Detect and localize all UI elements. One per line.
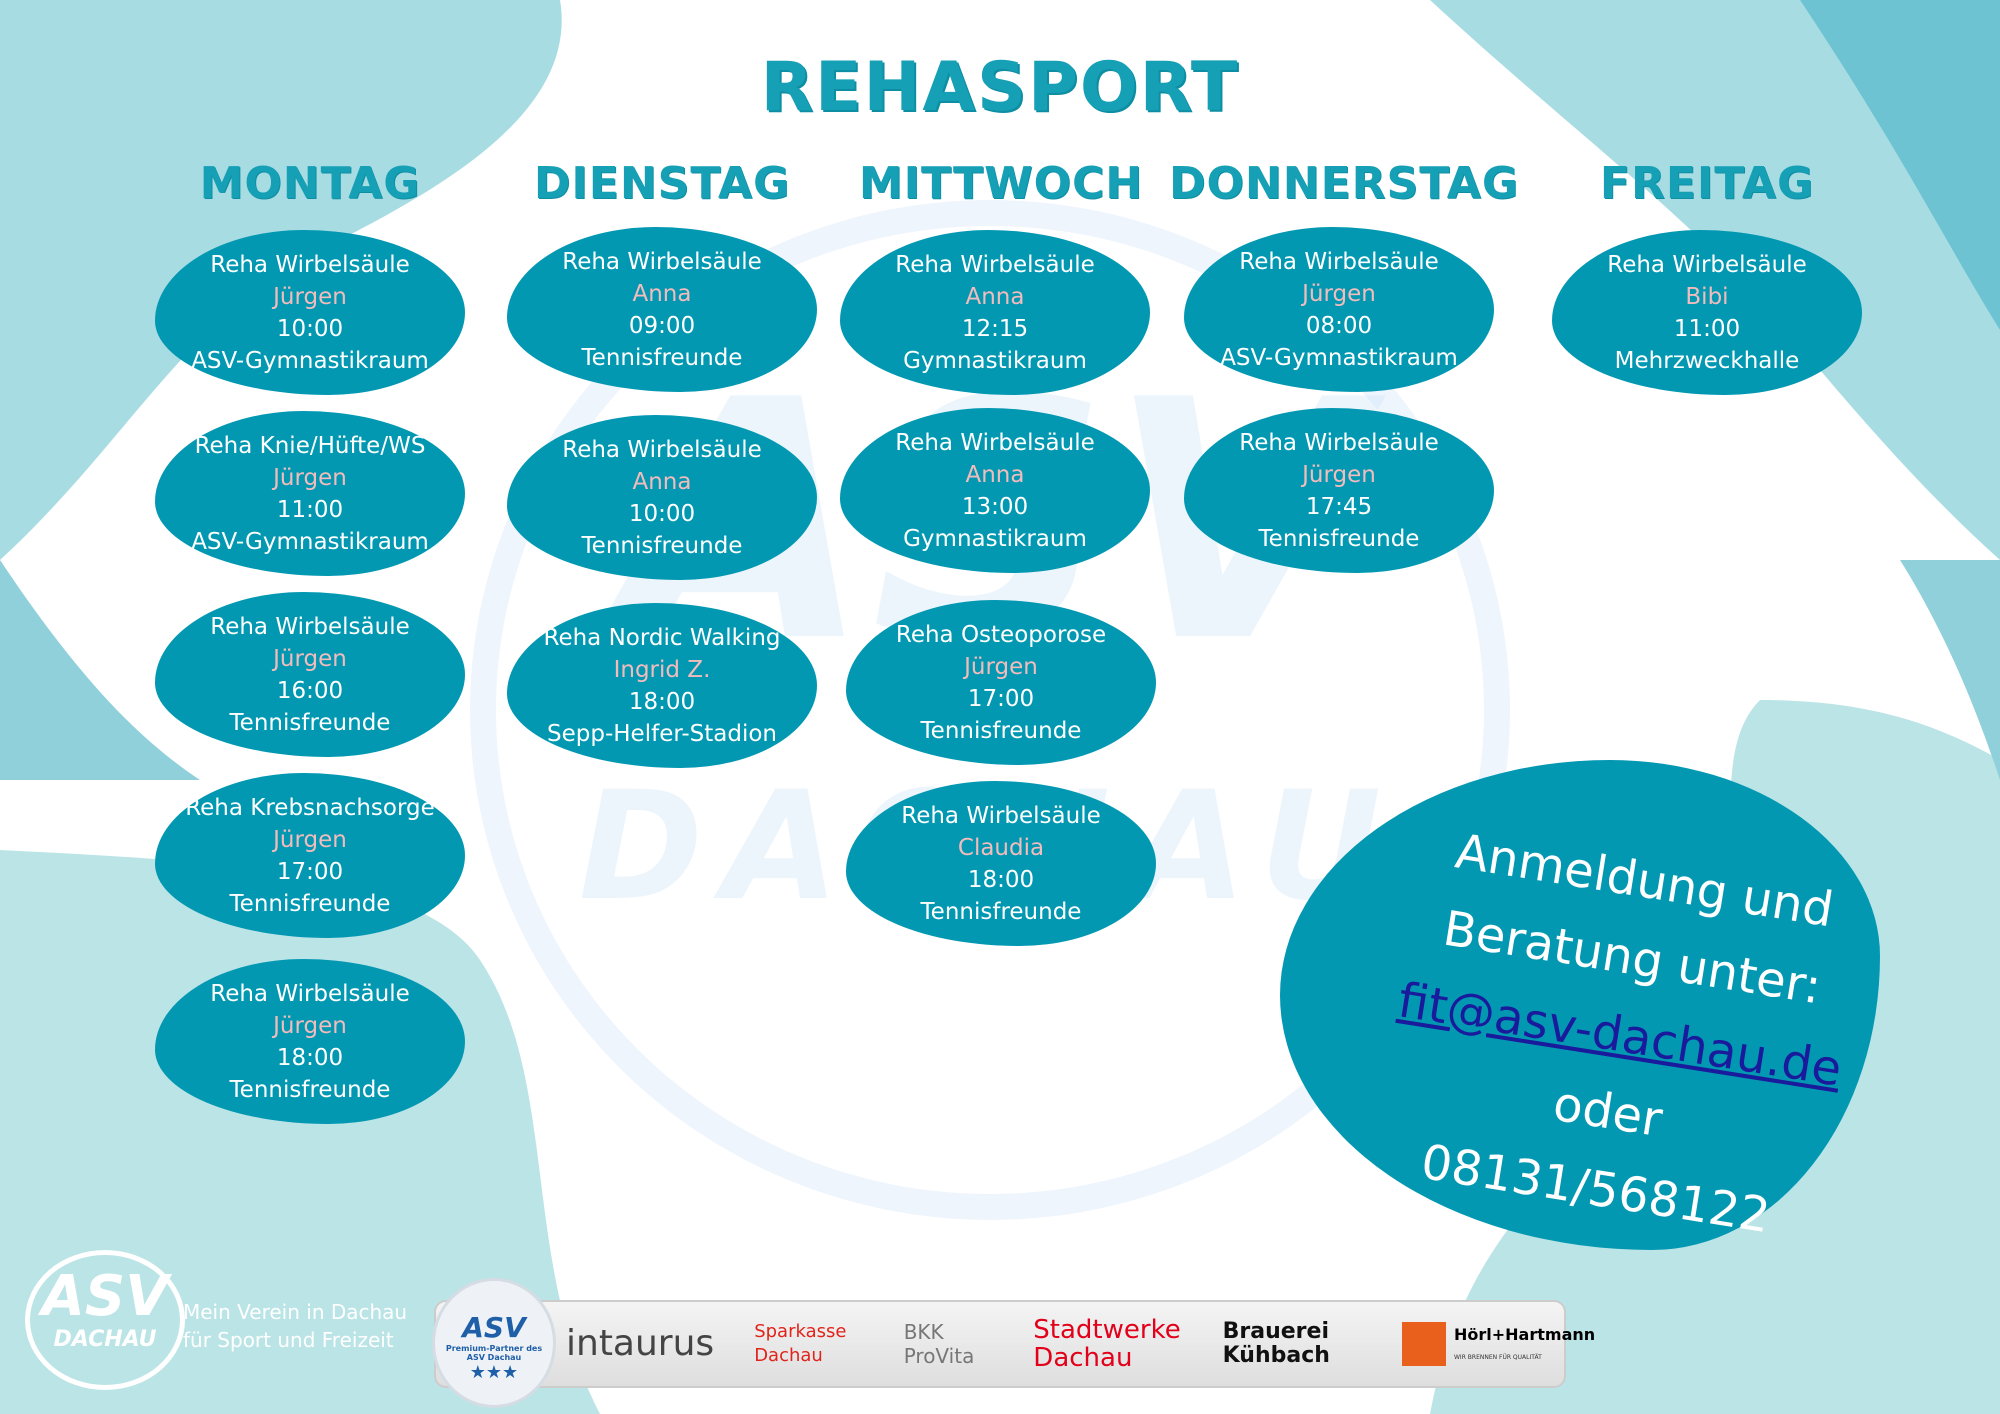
- class-instructor: Jürgen: [964, 653, 1038, 680]
- day-header-montag: Montag: [199, 158, 421, 209]
- class-course: Reha Osteoporose: [895, 621, 1107, 648]
- class-course: Reha Wirbelsäule: [210, 613, 410, 640]
- class-instructor: Claudia: [957, 834, 1045, 861]
- class-course: Reha Krebsnachsorge: [185, 794, 435, 821]
- class-time: 11:00: [276, 496, 344, 523]
- class-time: 18:00: [276, 1044, 344, 1071]
- class-location: Tennisfreunde: [229, 1076, 391, 1103]
- class-time: 09:00: [628, 312, 696, 339]
- day-header-dienstag: Dienstag: [533, 158, 791, 209]
- day-header-donnerstag: Donnerstag: [1169, 158, 1519, 209]
- class-time: 10:00: [276, 315, 344, 342]
- class-location: ASV-Gymnastikraum: [191, 528, 429, 555]
- class-time: 12:15: [961, 315, 1029, 342]
- class-location: Mehrzweckhalle: [1614, 347, 1800, 374]
- class-time: 17:00: [276, 858, 344, 885]
- class-time: 17:00: [967, 685, 1035, 712]
- class-course: Reha Wirbelsäule: [1239, 429, 1439, 456]
- hh-logo-icon: [1402, 1322, 1446, 1366]
- class-time: 13:00: [961, 493, 1029, 520]
- class-instructor: Jürgen: [273, 645, 347, 672]
- class-location: Tennisfreunde: [581, 344, 743, 371]
- class-course: Reha Wirbelsäule: [562, 248, 762, 275]
- class-time: 16:00: [276, 677, 344, 704]
- class-instructor: Anna: [632, 280, 692, 307]
- class-instructor: Jürgen: [273, 1012, 347, 1039]
- class-course: Reha Wirbelsäule: [562, 436, 762, 463]
- class-instructor: Ingrid Z.: [613, 656, 711, 683]
- class-instructor: Anna: [965, 461, 1025, 488]
- day-header-mittwoch: Mittwoch: [858, 158, 1144, 209]
- class-location: Tennisfreunde: [1258, 525, 1420, 552]
- page-title: Rehasport: [760, 48, 1240, 127]
- premium-partner-seal: ASV Premium-Partner des ASV Dachau ★★★: [432, 1278, 556, 1408]
- class-instructor: Bibi: [1685, 283, 1729, 310]
- class-time: 18:00: [967, 866, 1035, 893]
- class-course: Reha Wirbelsäule: [895, 251, 1095, 278]
- class-location: ASV-Gymnastikraum: [1220, 344, 1458, 371]
- class-course: Reha Nordic Walking: [543, 624, 781, 651]
- class-location: Gymnastikraum: [903, 347, 1087, 374]
- sponsor-brauerei: Brauerei Kühbach: [1222, 1319, 1330, 1368]
- class-time: 10:00: [628, 500, 696, 527]
- contact-text: Anmeldung und Beratung unter: fit@asv-da…: [1333, 802, 1908, 1269]
- class-location: Gymnastikraum: [903, 525, 1087, 552]
- sponsor-hoerl-hartmann: Hörl+Hartmann WIR BRENNEN FÜR QUALITÄT: [1402, 1322, 1595, 1366]
- class-instructor: Jürgen: [1302, 461, 1376, 488]
- sponsor-intaurus: intaurus: [566, 1323, 715, 1364]
- class-location: Tennisfreunde: [229, 890, 391, 917]
- day-header-freitag: Freitag: [1599, 158, 1815, 209]
- class-course: Reha Wirbelsäule: [210, 980, 410, 1007]
- class-course: Reha Wirbelsäule: [1607, 251, 1807, 278]
- class-instructor: Jürgen: [273, 283, 347, 310]
- class-instructor: Jürgen: [1302, 280, 1376, 307]
- class-time: 18:00: [628, 688, 696, 715]
- sponsor-stadtwerke: Stadtwerke Dachau: [1033, 1315, 1181, 1373]
- slogan: Mein Verein in Dachau für Sport und Frei…: [183, 1300, 408, 1352]
- class-location: ASV-Gymnastikraum: [191, 347, 429, 374]
- asv-logo: ASV DACHAU: [25, 1250, 185, 1390]
- class-time: 17:45: [1305, 493, 1373, 520]
- contact-blob: [1280, 760, 1880, 1250]
- class-time: 08:00: [1305, 312, 1373, 339]
- class-course: Reha Wirbelsäule: [210, 251, 410, 278]
- class-location: Tennisfreunde: [920, 898, 1082, 925]
- class-location: Sepp-Helfer-Stadion: [547, 720, 777, 747]
- sponsor-provita: BKK ProVita: [903, 1320, 975, 1368]
- sponsor-bar: intaurus Sparkasse Dachau BKK ProVita St…: [434, 1300, 1595, 1388]
- class-course: Reha Knie/Hüfte/WS: [194, 432, 426, 459]
- class-instructor: Anna: [632, 468, 692, 495]
- sponsor-sparkasse: Sparkasse Dachau: [754, 1321, 847, 1366]
- class-instructor: Anna: [965, 283, 1025, 310]
- class-location: Tennisfreunde: [920, 717, 1082, 744]
- class-course: Reha Wirbelsäule: [1239, 248, 1439, 275]
- class-instructor: Jürgen: [273, 464, 347, 491]
- class-course: Reha Wirbelsäule: [901, 802, 1101, 829]
- stars-icon: ★★★: [469, 1362, 519, 1383]
- class-location: Tennisfreunde: [581, 532, 743, 559]
- class-course: Reha Wirbelsäule: [895, 429, 1095, 456]
- class-time: 11:00: [1673, 315, 1741, 342]
- class-location: Tennisfreunde: [229, 709, 391, 736]
- class-instructor: Jürgen: [273, 826, 347, 853]
